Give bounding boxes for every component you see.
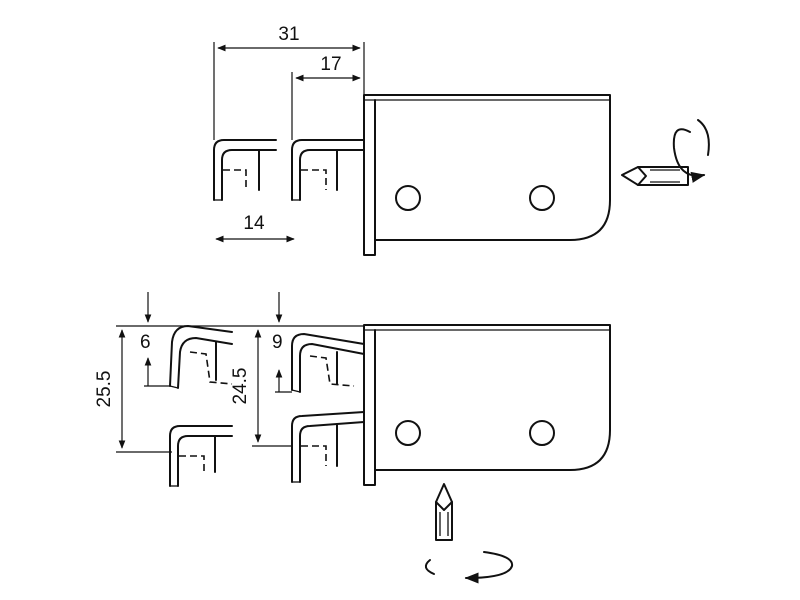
top-screw-hole-right	[529, 185, 555, 211]
bottom-screw-hole-right	[529, 420, 555, 446]
top-screw-hole-left	[395, 185, 421, 211]
rotation-arrow-bottom-tail-icon	[424, 559, 435, 575]
bottom-hook-right-upper	[291, 333, 365, 393]
top-side-view: 31 17 14	[213, 24, 710, 256]
dim-label-hook-spacing: 14	[243, 213, 265, 234]
top-bracket-plate	[363, 94, 611, 256]
rotation-arrow-bottom-icon	[464, 551, 514, 584]
rotation-arrow-tail-icon	[697, 119, 710, 156]
bottom-side-view: 25.5 24.5 6 9	[94, 292, 611, 584]
dim-label-overall-depth: 31	[278, 24, 299, 45]
dim-label-upper-offset-right: 9	[272, 332, 283, 353]
dim-label-hook-offset: 17	[320, 54, 341, 75]
screwdriver-bit-icon	[621, 166, 689, 186]
dim-label-height-right: 24.5	[230, 368, 251, 405]
dim-label-height-left: 25.5	[94, 371, 115, 408]
screwdriver-bit-vertical-icon	[435, 483, 453, 541]
top-hook-left	[213, 139, 277, 201]
bottom-hook-right-lower	[291, 411, 365, 483]
top-hook-right	[291, 139, 365, 201]
bottom-hook-left-lower	[169, 425, 233, 487]
rotation-arrow-icon	[672, 128, 706, 183]
bottom-bracket-plate	[363, 324, 611, 486]
bottom-hook-left-upper	[169, 325, 233, 389]
dim-label-upper-offset-left: 6	[140, 332, 151, 353]
bottom-screw-hole-left	[395, 420, 421, 446]
